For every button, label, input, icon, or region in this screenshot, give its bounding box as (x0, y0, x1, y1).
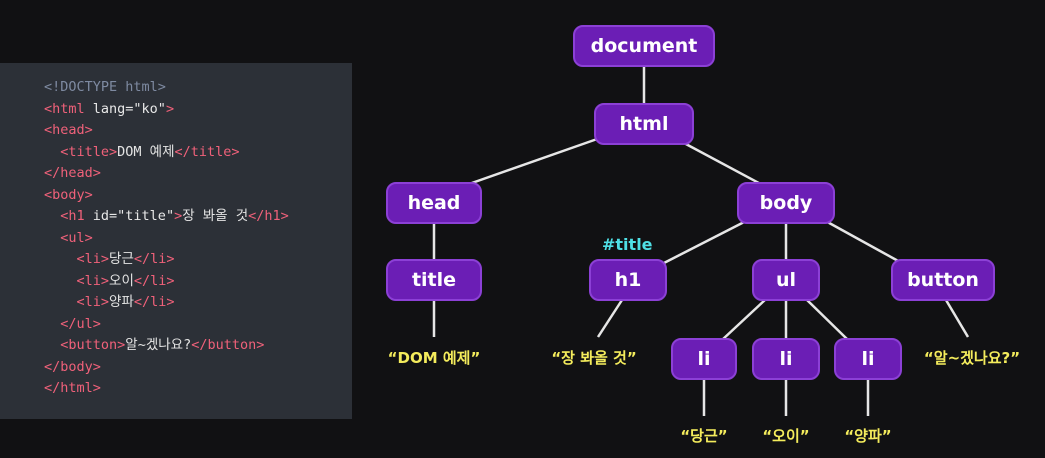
node-button: button (891, 259, 995, 301)
edge-h1-text (596, 299, 624, 338)
code-line: <ul> (44, 228, 289, 250)
code-panel: <!DOCTYPE html><html lang="ko"><head> <t… (0, 63, 352, 419)
code-token-tag: <h1 (60, 208, 93, 224)
code-token-tag: </head> (44, 165, 101, 181)
text-node-li-2: “오이” (762, 427, 810, 445)
edge-html-body (683, 141, 771, 191)
node-html: html (594, 103, 694, 145)
node-li-3: li (834, 338, 902, 380)
code-token-tag: </button> (191, 337, 265, 353)
text-node-h1: “장 봐올 것” (551, 349, 637, 367)
code-line: </html> (44, 378, 289, 400)
node-li-2: li (752, 338, 820, 380)
code-line: </ul> (44, 314, 289, 336)
code-token-tag: <body> (44, 186, 93, 203)
code-token-comment: <!DOCTYPE html> (44, 79, 166, 95)
node-ul: ul (752, 259, 820, 301)
code-line: <li>오이</li> (44, 271, 289, 293)
edge-body-button (821, 217, 901, 264)
code-line: <title>DOM 예제</title> (44, 142, 289, 164)
code-line: <li>양파</li> (44, 292, 289, 314)
code-token-text: 양파 (109, 294, 134, 310)
code-line: </head> (44, 163, 289, 185)
code-line: <h1 id="title">장 봐올 것</h1> (44, 206, 289, 228)
code-token-attr: lang= (92, 100, 134, 117)
code-token-tag: </li> (133, 251, 175, 267)
text-node-li-3: “양파” (844, 427, 892, 445)
code-token-tag: <li> (76, 272, 110, 289)
code-token-tag: <html (44, 100, 93, 117)
code-token-text: DOM 예제 (117, 143, 175, 160)
edge-button-text (944, 299, 970, 338)
code-token-text: 장 봐올 것 (182, 208, 249, 224)
code-token-tag: <li> (76, 251, 110, 267)
edge-ul-li1 (721, 298, 767, 341)
text-node-button: “알~겠나요?” (923, 349, 1021, 367)
edge-body-h1 (661, 217, 751, 266)
code-token-tag: <title> (60, 143, 118, 160)
code-token-tag: </body> (44, 358, 101, 375)
code-token-tag: > (174, 208, 183, 224)
code-token-text: 당근 (109, 251, 134, 267)
code-token-tag: </ul> (60, 315, 101, 332)
text-node-li-1: “당근” (680, 427, 728, 445)
code-line: <button>알~겠나요?</button> (44, 335, 289, 357)
code-token-tag: </h1> (248, 208, 289, 224)
node-h1: h1 (589, 259, 667, 301)
code-line: <html lang="ko"> (44, 99, 289, 121)
code-line: <body> (44, 185, 289, 207)
edge-ul-li3 (805, 298, 849, 341)
node-document: document (573, 25, 715, 67)
code-line: <li>당근</li> (44, 249, 289, 271)
code-line: <head> (44, 120, 289, 142)
code-token-tag: <head> (44, 122, 93, 138)
edge-html-head (451, 136, 601, 192)
code-token-tag: <li> (76, 294, 110, 310)
code-token-tag: <ul> (60, 229, 93, 246)
code-token-attr: id= (92, 208, 118, 224)
code-token-str: "title" (117, 208, 175, 224)
text-node-title: “DOM 예제” (387, 349, 481, 367)
code-token-tag: </li> (133, 294, 175, 310)
code-token-tag: </li> (133, 272, 175, 289)
code-line: <!DOCTYPE html> (44, 77, 289, 99)
code-token-text: 오이 (109, 272, 134, 289)
code-token-tag: </title> (174, 143, 240, 160)
node-body: body (737, 182, 835, 224)
code-line: </body> (44, 357, 289, 379)
code-token-tag: > (165, 100, 175, 117)
node-li-1: li (671, 338, 737, 380)
node-head: head (386, 182, 482, 224)
code-token-text: 알~겠나요? (125, 337, 192, 353)
code-token-str: "ko" (133, 100, 166, 117)
code-token-tag: <button> (60, 337, 126, 353)
html-source-code: <!DOCTYPE html><html lang="ko"><head> <t… (44, 77, 289, 400)
id-label-title: #title (602, 235, 653, 254)
code-token-tag: </html> (44, 380, 101, 396)
node-title: title (386, 259, 482, 301)
